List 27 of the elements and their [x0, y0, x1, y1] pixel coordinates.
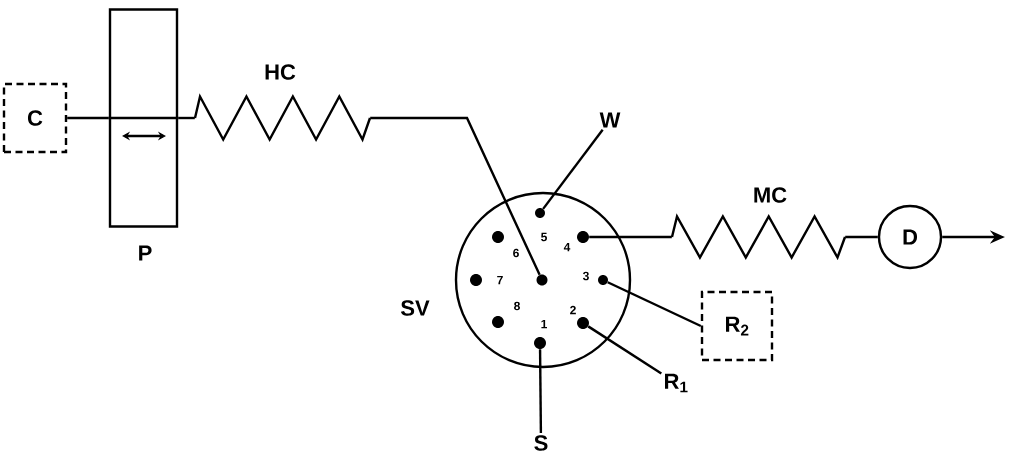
node-label: W	[599, 112, 621, 128]
port-number: 6	[513, 248, 519, 258]
connector-line	[845, 235, 878, 239]
port-number: 1	[541, 319, 547, 329]
connector-line	[589, 235, 672, 239]
component-label: HC	[265, 64, 296, 80]
connector-line	[178, 116, 195, 120]
connector-line	[538, 349, 543, 434]
port-number: 4	[563, 242, 571, 252]
port-number: 5	[541, 232, 547, 242]
port-number: 8	[514, 301, 520, 311]
connector-line	[542, 129, 604, 210]
circle-node: D	[877, 204, 943, 270]
connector-line	[370, 116, 541, 276]
node-label: R$_{1}$	[665, 373, 688, 393]
node-label: S	[534, 435, 548, 451]
component-label: MC	[754, 187, 787, 203]
port-number: 7	[497, 275, 503, 285]
dashed-box: C	[2, 82, 68, 154]
connector-line	[587, 325, 662, 375]
component-label: SV	[400, 300, 430, 316]
component-label: P	[139, 245, 152, 261]
connector-line	[607, 281, 702, 328]
port-number: 3	[582, 271, 589, 281]
connector-line	[67, 116, 109, 120]
port-number: 2	[570, 305, 576, 315]
dashed-box: R$_{2}$	[700, 290, 774, 362]
